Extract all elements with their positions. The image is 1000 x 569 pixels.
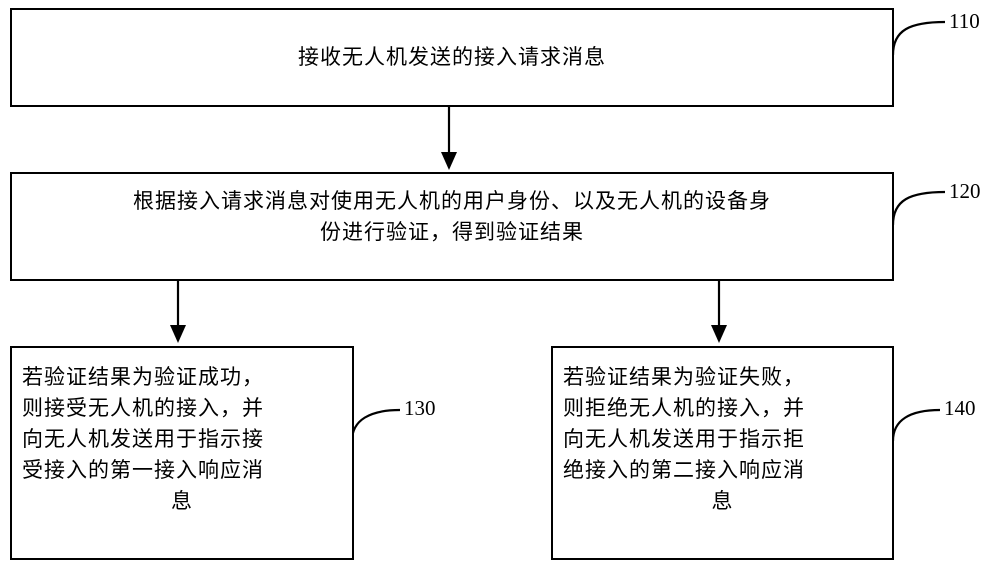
- leader-line-120: [893, 192, 945, 225]
- step-text-140-line-5: 息: [563, 486, 882, 517]
- step-text-130-line-5: 息: [22, 486, 342, 517]
- step-box-110: 接收无人机发送的接入请求消息: [10, 8, 894, 107]
- arrow-120-to-140: [711, 280, 727, 343]
- step-text-130-line-1: 若验证结果为验证成功，: [22, 362, 342, 393]
- step-text-120-line-1: 根据接入请求消息对使用无人机的用户身份、以及无人机的设备身: [26, 186, 878, 217]
- step-text-140-line-2: 则拒绝无人机的接入，并: [563, 393, 882, 424]
- arrow-120-to-130: [170, 280, 186, 343]
- step-text-130-line-3: 向无人机发送用于指示接: [22, 424, 342, 455]
- step-label-130: 130: [404, 396, 436, 421]
- arrow-110-to-120: [441, 106, 457, 170]
- step-text-120-line-2: 份进行验证，得到验证结果: [26, 217, 878, 248]
- leader-line-110: [893, 22, 945, 55]
- step-box-120: 根据接入请求消息对使用无人机的用户身份、以及无人机的设备身 份进行验证，得到验证…: [10, 172, 894, 281]
- step-text-130-line-4: 受接入的第一接入响应消: [22, 455, 342, 486]
- step-text-140-line-1: 若验证结果为验证失败，: [563, 362, 882, 393]
- step-label-110: 110: [949, 9, 980, 34]
- step-text-140-line-4: 绝接入的第二接入响应消: [563, 455, 882, 486]
- step-text-130-line-2: 则接受无人机的接入，并: [22, 393, 342, 424]
- leader-line-140: [893, 410, 940, 441]
- step-box-130: 若验证结果为验证成功， 则接受无人机的接入，并 向无人机发送用于指示接 受接入的…: [10, 346, 354, 560]
- leader-line-130: [352, 410, 400, 441]
- step-label-120: 120: [949, 179, 981, 204]
- step-text-140-line-3: 向无人机发送用于指示拒: [563, 424, 882, 455]
- step-box-140: 若验证结果为验证失败， 则拒绝无人机的接入，并 向无人机发送用于指示拒 绝接入的…: [551, 346, 894, 560]
- step-label-140: 140: [944, 396, 976, 421]
- step-text-110: 接收无人机发送的接入请求消息: [298, 42, 606, 73]
